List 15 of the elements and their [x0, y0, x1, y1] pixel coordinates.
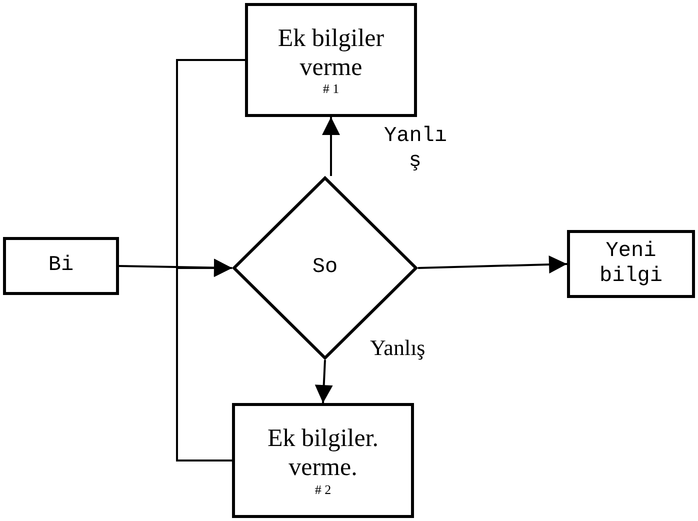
process-box [3, 237, 119, 295]
node-label: Ek bilgiler verme [276, 24, 386, 82]
node-label: Yeni bilgi [598, 238, 664, 290]
arrow [314, 360, 333, 404]
step-number: # 1 [322, 82, 340, 96]
node-label: Bi [48, 253, 74, 279]
arrow [176, 259, 232, 462]
node-label: So [312, 255, 338, 281]
process-box [245, 3, 417, 117]
step-number: # 2 [314, 482, 332, 496]
arrow [418, 255, 568, 274]
arrow [322, 117, 340, 176]
node-label: Ek bilgiler. verme. [266, 425, 380, 483]
process-box [567, 230, 695, 298]
process-box [232, 403, 414, 518]
